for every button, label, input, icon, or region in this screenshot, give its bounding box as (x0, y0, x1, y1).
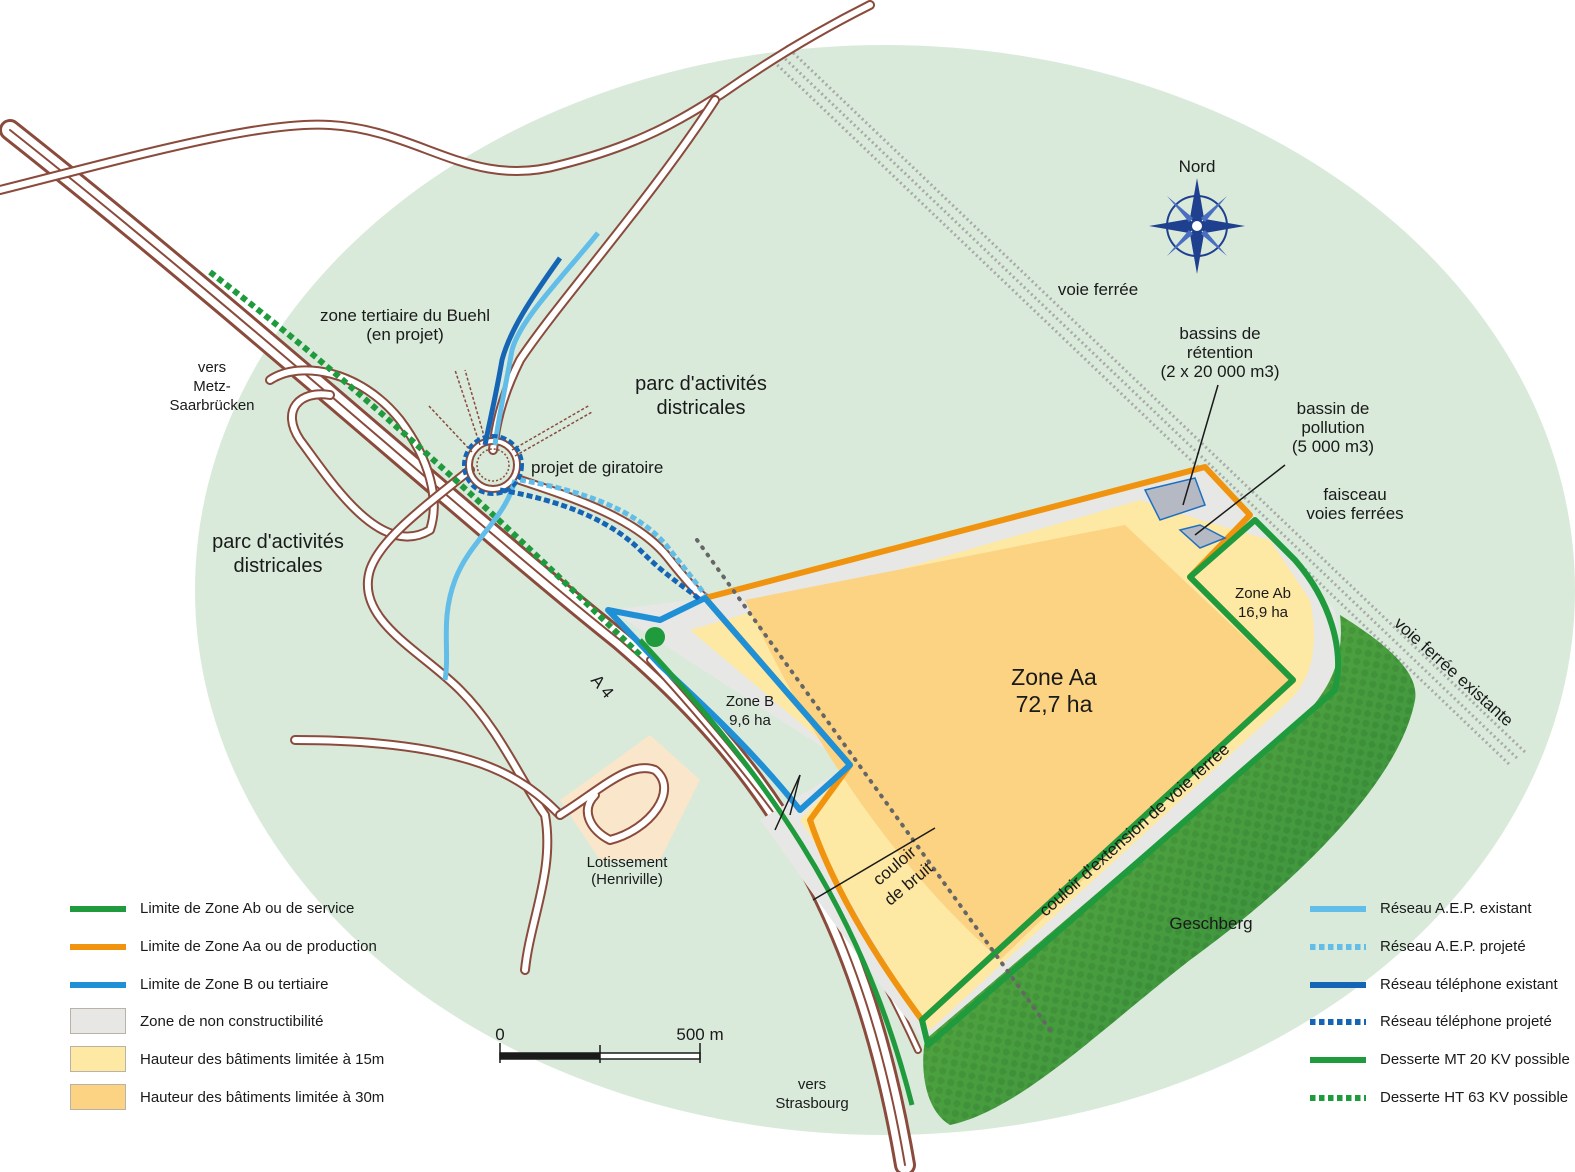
legend-label: Hauteur des bâtiments limitée à 30m (140, 1088, 385, 1106)
legend-swatch (1310, 981, 1366, 988)
zone-tertiaire-label-2: (en projet) (366, 325, 443, 344)
legend-item-phone-existing: Réseau téléphone existant (1310, 976, 1558, 993)
lotissement-label-1: Lotissement (587, 854, 669, 871)
parc-top-label-1: parc d'activités (635, 373, 767, 395)
giratoire-label: projet de giratoire (531, 458, 663, 477)
legend-swatch (1310, 943, 1366, 950)
vers-metz-label-3: Saarbrücken (169, 397, 254, 414)
zone-b-label-2: 9,6 ha (729, 712, 771, 729)
zone-tertiaire-label-1: zone tertiaire du Buehl (320, 306, 490, 325)
faisceau-label-2: voies ferrées (1306, 504, 1403, 523)
scale-end: 500 m (676, 1025, 723, 1044)
legend-label: Limite de Zone B ou tertiaire (140, 976, 329, 993)
vers-metz-label-2: Metz- (193, 378, 231, 395)
roundabout-phone-ring (462, 434, 524, 496)
legend-item-zone-ab: Limite de Zone Ab ou de service (70, 900, 354, 917)
leader-lines (774, 384, 1286, 901)
legend-label: Desserte MT 20 KV possible (1380, 1051, 1570, 1068)
legend-item-non-constructible: Zone de non constructibilité (70, 1008, 323, 1034)
aep-existing (492, 231, 600, 446)
bassins-label-2: rétention (1187, 343, 1253, 362)
zone-aa-label-2: 72,7 ha (1016, 691, 1093, 717)
vers-strasbourg-label-2: Strasbourg (775, 1095, 848, 1112)
parc-left-label-1: parc d'activités (212, 531, 344, 553)
legend-label: Limite de Zone Ab ou de service (140, 900, 355, 917)
legend-item-mt-line: Desserte MT 20 KV possible (1310, 1051, 1570, 1068)
legend-label: Réseau A.E.P. existant (1380, 900, 1532, 917)
parc-top-label-2: districales (657, 397, 746, 419)
parc-left-label-2: districales (234, 555, 323, 577)
legend-label: Réseau téléphone projeté (1380, 1013, 1552, 1030)
voie-ferree-label: voie ferrée (1058, 280, 1138, 299)
legend-swatch (70, 1046, 126, 1072)
legend-swatch (1310, 1056, 1366, 1063)
substation-dot (645, 627, 665, 647)
scale-start: 0 (495, 1025, 504, 1044)
zone-aa-label-1: Zone Aa (1011, 664, 1097, 690)
compass-icon (1149, 178, 1245, 274)
legend-item-aep-projected: Réseau A.E.P. projeté (1310, 938, 1526, 955)
bassins-label-1: bassins de (1179, 324, 1260, 343)
legend-label: Desserte HT 63 KV possible (1380, 1089, 1569, 1106)
legend-label: Réseau téléphone existant (1380, 976, 1558, 993)
legend-item-height-30: Hauteur des bâtiments limitée à 30m (70, 1084, 384, 1110)
legend-swatch (70, 943, 126, 950)
noise-corridor-line (695, 538, 1052, 1032)
ht-line (208, 269, 643, 658)
legend-swatch (1310, 1094, 1366, 1101)
vers-metz-label-1: vers (198, 359, 226, 376)
retention-basins (1143, 477, 1206, 521)
zone-b-label-1: Zone B (726, 693, 774, 710)
aep-projected (519, 477, 708, 597)
legend-swatch (70, 981, 126, 988)
bassins-label-3: (2 x 20 000 m3) (1160, 362, 1279, 381)
legend-label: Hauteur des bâtiments limitée à 15m (140, 1050, 385, 1068)
legend-label: Réseau A.E.P. projeté (1380, 938, 1526, 955)
zone-ab-label-2: 16,9 ha (1238, 604, 1289, 621)
legend-item-height-15: Hauteur des bâtiments limitée à 15m (70, 1046, 384, 1072)
site-zones (605, 464, 1416, 1125)
legend-swatch (70, 1084, 126, 1110)
legend-item-zone-aa: Limite de Zone Aa ou de production (70, 938, 377, 955)
north-label: Nord (1179, 157, 1216, 176)
faisceau-label-1: faisceau (1323, 485, 1386, 504)
legend-swatch (70, 1008, 126, 1034)
pollution-label-1: bassin de (1297, 399, 1370, 418)
legend-swatch (1310, 905, 1366, 912)
height-30m-zone (745, 525, 1290, 960)
legend-item-aep-existing: Réseau A.E.P. existant (1310, 900, 1532, 917)
mt-line (638, 638, 915, 1106)
legend-swatch (70, 905, 126, 912)
legend-item-zone-b: Limite de Zone B ou tertiaire (70, 976, 328, 993)
phone-projected (499, 487, 702, 602)
pollution-label-3: (5 000 m3) (1292, 437, 1374, 456)
legend-item-ht-line: Desserte HT 63 KV possible (1310, 1089, 1568, 1106)
railway (768, 44, 1528, 767)
lotissement-label-2: (Henriville) (591, 871, 663, 888)
geschberg-label: Geschberg (1169, 914, 1252, 933)
pollution-label-2: pollution (1301, 418, 1364, 437)
zone-ab-label-1: Zone Ab (1235, 585, 1291, 602)
legend-item-phone-projected: Réseau téléphone projeté (1310, 1013, 1552, 1030)
zone-ab-boundary (919, 517, 1341, 1048)
legend-swatch (1310, 1018, 1366, 1025)
scale-bar: 0 500 m (495, 1025, 724, 1063)
pollution-basin (1178, 524, 1227, 549)
vers-strasbourg-label-1: vers (798, 1076, 826, 1093)
legend-label: Zone de non constructibilité (140, 1012, 324, 1030)
legend-label: Limite de Zone Aa ou de production (140, 938, 377, 955)
phone-existing (482, 256, 563, 446)
aep-existing-south (442, 479, 518, 681)
